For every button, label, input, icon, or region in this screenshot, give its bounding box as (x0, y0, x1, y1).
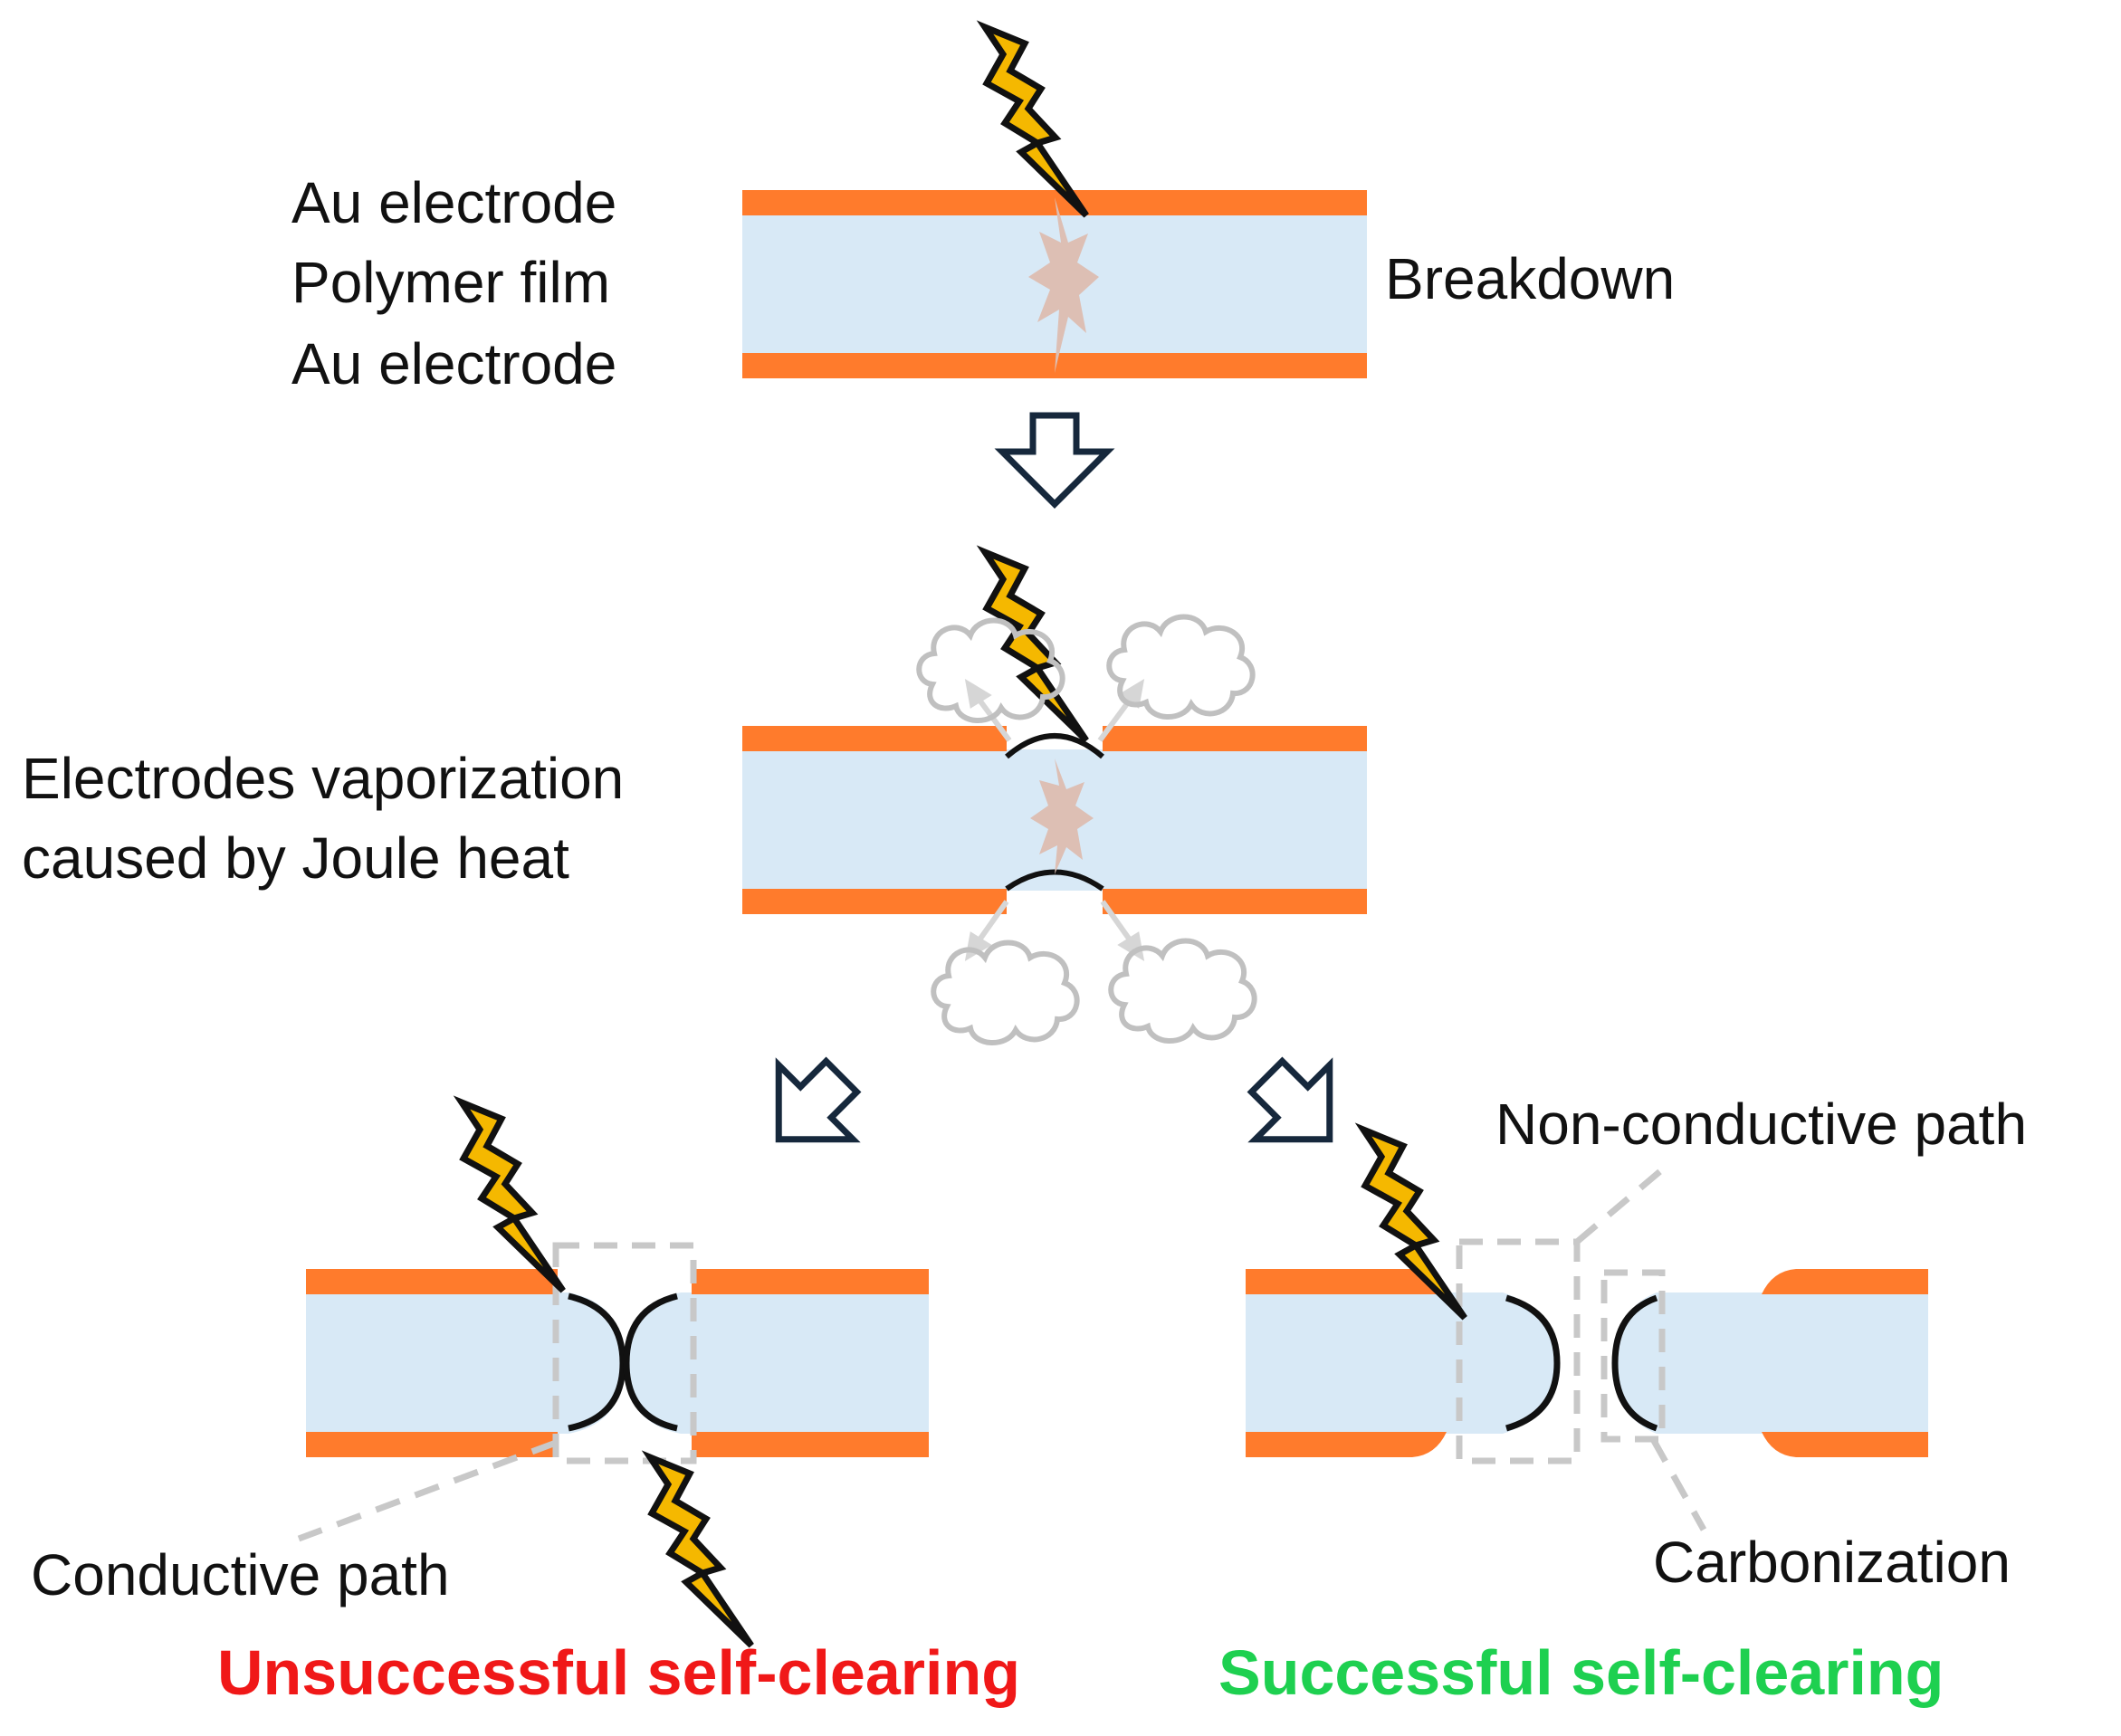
top-crater-arc (1005, 733, 1104, 759)
conductive-path-box (552, 1242, 697, 1464)
bottom-crater-arc (1005, 869, 1104, 892)
label-carbonization: Carbonization (1653, 1530, 2011, 1595)
top-electrode (742, 190, 1367, 215)
conductive-path-leader (297, 1439, 558, 1542)
lightning-icon (985, 27, 1086, 215)
down-left-arrow-icon (741, 1039, 878, 1176)
label-vaporization-line2: caused by Joule heat (22, 825, 569, 891)
label-polymer-film: Polymer film (291, 250, 610, 315)
right-carbon-arc (1611, 1294, 1658, 1432)
top-electrode-left (306, 1269, 558, 1294)
top-electrode-right (1762, 1269, 1928, 1294)
panel-unsuccessful: Conductive path Unsuccessful self-cleari… (31, 1102, 1020, 1708)
label-au-electrode-top: Au electrode (291, 170, 616, 235)
lightning-icon (462, 1102, 563, 1291)
bottom-electrode (742, 353, 1367, 378)
panel-successful: Non-conductive path Carbonization Succes… (1218, 1092, 2027, 1708)
vapour-cloud-icon (1109, 617, 1252, 718)
bottom-electrode-right (1103, 889, 1367, 914)
polymer-right (681, 1292, 929, 1434)
label-au-electrode-bottom: Au electrode (291, 331, 616, 396)
bottom-electrode-right (692, 1432, 929, 1457)
outcome-unsuccessful: Unsuccessful self-clearing (217, 1637, 1020, 1708)
polymer-right (1657, 1292, 1928, 1434)
bottom-electrode-left (742, 889, 1007, 914)
vapour-cloud-icon (1111, 941, 1254, 1042)
outcome-successful: Successful self-clearing (1218, 1637, 1944, 1708)
non-conductive-path-box (1456, 1238, 1581, 1464)
top-electrode-left (742, 726, 1007, 751)
non-conductive-path-leader (1574, 1168, 1663, 1245)
bottom-electrode-right (1762, 1432, 1928, 1457)
panel-breakdown: Au electrode Polymer film Au electrode B… (291, 27, 1675, 396)
down-right-arrow-icon (1229, 1039, 1366, 1176)
vapour-cloud-icon (933, 943, 1076, 1044)
label-vaporization-line1: Electrodes vaporization (22, 746, 624, 811)
bottom-electrode-left (1246, 1432, 1447, 1457)
label-breakdown: Breakdown (1385, 246, 1675, 311)
carbonization-box (1600, 1269, 1666, 1443)
left-carbon-arc (1505, 1294, 1561, 1432)
top-electrode-right (1103, 726, 1367, 751)
breakdown-spot-icon (1028, 197, 1099, 373)
down-arrow-icon (1002, 415, 1107, 504)
panel-vaporization: Electrodes vaporization caused by Joule … (22, 552, 1367, 1043)
lightning-icon (650, 1457, 751, 1645)
right-carbon-arc (623, 1292, 678, 1432)
label-conductive-path: Conductive path (31, 1542, 450, 1607)
breakdown-spot-icon (1030, 758, 1094, 874)
carbonization-leader (1649, 1437, 1707, 1531)
left-carbon-arc (568, 1292, 626, 1432)
polymer-left (306, 1292, 568, 1434)
top-electrode-left (1246, 1269, 1447, 1294)
label-non-conductive-path: Non-conductive path (1495, 1092, 2027, 1157)
bottom-electrode-left (306, 1432, 558, 1457)
top-electrode-right (692, 1269, 929, 1294)
